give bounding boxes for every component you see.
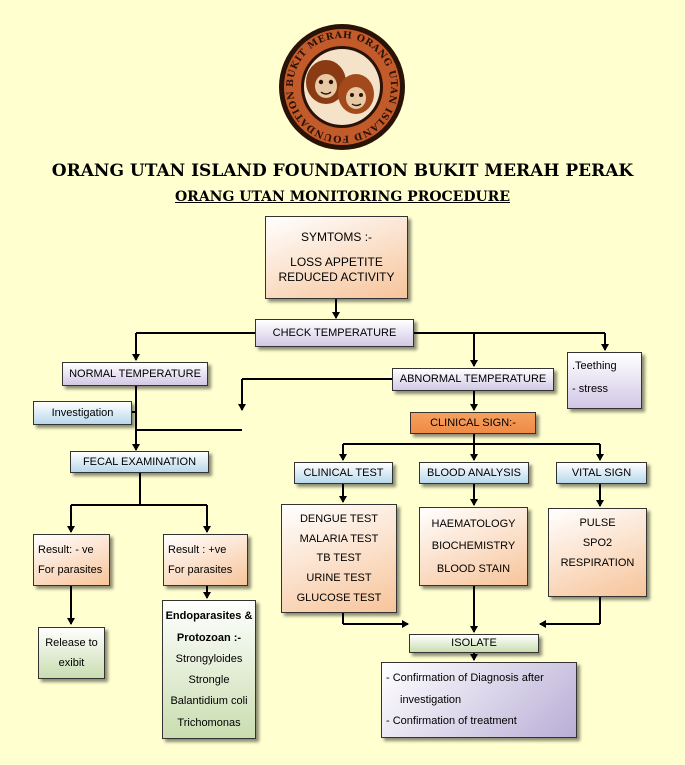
foundation-logo: BUKIT MERAH ORANG UTAN ISLAND FOUNDATION… (276, 22, 405, 150)
endoparasites-heading: Protozoan :- (176, 631, 242, 644)
page-subtitle: ORANG UTAN MONITORING PROCEDURE (174, 189, 510, 205)
normal-temperature-label: NORMAL TEMPERATURE (69, 367, 201, 380)
result-positive-line: Result : +ve (168, 543, 227, 556)
list-item: Trichomonas (177, 716, 241, 729)
normal-temperature-box: NORMAL TEMPERATURE (62, 362, 208, 386)
teething-box: .Teething - stress (567, 352, 642, 409)
list-item: MALARIA TEST (299, 532, 379, 545)
confirmation-line: - Confirmation of Diagnosis after (386, 672, 544, 685)
teething-line: .Teething (572, 360, 617, 372)
symptoms-line: SYMTOMS :- (300, 229, 373, 244)
list-item: Strongle (188, 674, 230, 687)
fecal-examination-label: FECAL EXAMINATION (82, 455, 197, 468)
result-negative-line: For parasites (38, 564, 103, 577)
clinical-test-box: CLINICAL TEST (294, 462, 393, 484)
clinical-test-label: CLINICAL TEST (303, 466, 384, 479)
blood-analysis-list: HAEMATOLOGY BIOCHEMISTRY BLOOD STAIN (419, 507, 528, 586)
result-positive-line: For parasites (168, 564, 233, 577)
list-item: DENGUE TEST (299, 512, 379, 525)
vital-sign-label: VITAL SIGN (571, 466, 632, 479)
confirmation-line: - Confirmation of treatment (386, 715, 517, 728)
check-temperature-box: CHECK TEMPERATURE (255, 319, 414, 347)
result-negative-box: Result: - ve For parasites (33, 534, 110, 586)
list-item: BIOCHEMISTRY (431, 540, 516, 553)
list-item: URINE TEST (306, 572, 372, 585)
blood-analysis-label: BLOOD ANALYSIS (427, 466, 521, 479)
list-item: GLUCOSE TEST (296, 592, 382, 605)
symptoms-box: SYMTOMS :- LOSS APPETITE REDUCED ACTIVIT… (265, 216, 408, 299)
list-item: TB TEST (316, 552, 362, 565)
fecal-examination-box: FECAL EXAMINATION (70, 451, 209, 473)
confirmation-box: - Confirmation of Diagnosis after invest… (381, 662, 577, 738)
check-temperature-label: CHECK TEMPERATURE (272, 326, 397, 339)
clinical-sign-label: CLINICAL SIGN:- (430, 416, 516, 429)
list-item: SPO2 (582, 537, 613, 550)
endoparasites-box: Endoparasites & Protozoan :- Strongyloid… (162, 600, 256, 739)
list-item: Balantidium coli (170, 695, 248, 708)
release-box: Release to exibit (38, 627, 105, 679)
list-item: RESPIRATION (560, 557, 635, 570)
investigation-box: Investigation (33, 401, 132, 425)
list-item: PULSE (579, 517, 616, 529)
teething-line: - stress (572, 383, 609, 396)
clinical-sign-box: CLINICAL SIGN:- (410, 412, 536, 434)
result-negative-line: Result: - ve (38, 543, 94, 556)
vital-sign-list: PULSE SPO2 RESPIRATION (548, 508, 647, 597)
confirmation-line: investigation (400, 693, 462, 706)
isolate-box: ISOLATE (409, 634, 539, 653)
symptoms-line: REDUCED ACTIVITY (278, 270, 395, 285)
endoparasites-heading: Endoparasites & (165, 610, 253, 623)
blood-analysis-box: BLOOD ANALYSIS (419, 462, 529, 484)
investigation-label: Investigation (51, 406, 114, 419)
abnormal-temperature-box: ABNORMAL TEMPERATURE (392, 368, 554, 391)
release-line: exibit (58, 657, 85, 670)
page-title: ORANG UTAN ISLAND FOUNDATION BUKIT MERAH… (51, 161, 634, 181)
isolate-label: ISOLATE (451, 637, 497, 650)
abnormal-temperature-label: ABNORMAL TEMPERATURE (399, 373, 547, 386)
release-line: Release to (45, 636, 98, 649)
vital-sign-box: VITAL SIGN (556, 462, 647, 484)
result-positive-box: Result : +ve For parasites (163, 534, 248, 586)
clinical-test-list: DENGUE TEST MALARIA TEST TB TEST URINE T… (281, 504, 397, 613)
list-item: HAEMATOLOGY (431, 518, 516, 531)
list-item: BLOOD STAIN (436, 562, 511, 575)
list-item: Strongyloides (175, 652, 243, 665)
symptoms-line: LOSS APPETITE (290, 254, 383, 269)
orangutan-illustration (306, 60, 374, 114)
